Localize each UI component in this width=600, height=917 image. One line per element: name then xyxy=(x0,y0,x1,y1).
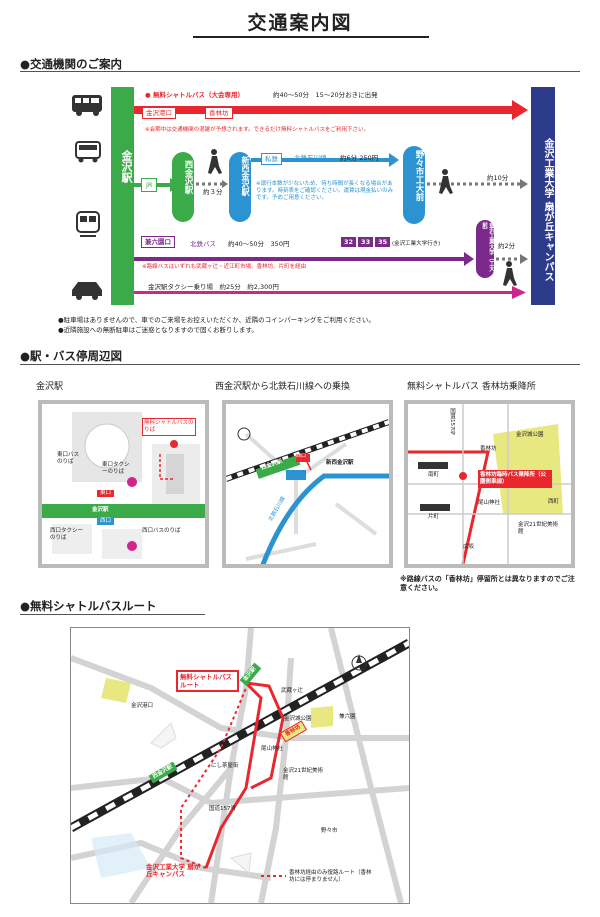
shuttle-stop-label: 無料シャトルバスのりば xyxy=(142,418,196,436)
shinnishikanazawa-label: 新西金沢駅 xyxy=(241,156,250,196)
rail-note: ※運行本数が少ないため、待ち時間が長くなる場合があります。時刻表をご確認ください… xyxy=(256,181,393,201)
taxi-label: 金沢駅タクシー乗り場 約25分 約2,300円 xyxy=(148,283,279,291)
shuttle-from: 金沢港口 xyxy=(142,107,176,119)
walk10-label: 約10分 xyxy=(487,174,509,182)
walk3-label: 約３分 xyxy=(203,188,223,196)
kit-bus-stop-pill xyxy=(476,220,494,278)
kanazawa-station-label: 金沢駅 xyxy=(120,150,133,183)
road-label: 国道157号 xyxy=(449,408,455,435)
walk-icon xyxy=(439,169,453,194)
jr-label: JR xyxy=(141,178,158,192)
shuttle-label: ● 無料シャトルバス（大会専用） xyxy=(145,91,244,99)
walk-icon xyxy=(208,149,222,174)
east-exit: 東口 xyxy=(97,490,115,497)
shinnishikanazawa-pill xyxy=(229,152,251,222)
route-place: 金沢港口 xyxy=(131,703,154,709)
map-place: 広坂 xyxy=(463,544,475,550)
bus-icon xyxy=(75,141,101,163)
rail-line-info: 約6分 250円 xyxy=(340,154,379,162)
kit-stop-label: 金沢工業大学（工大前） xyxy=(481,222,494,272)
shuttle-to: 香林坊 xyxy=(205,107,233,119)
kit-tag: 金沢工業大学 扇が丘キャンパス xyxy=(146,863,201,878)
shuttle-route-label: 無料シャトルバスルート xyxy=(176,670,239,692)
stations-heading: ●駅・バス停周辺図 xyxy=(20,349,123,363)
route-place: 国道157号 xyxy=(209,806,236,812)
korinbo-stop-map: 香林坊臨時バス乗降所（公園側車線） 金沢城公園 国道157号 香林坊 南町 片町… xyxy=(404,400,575,568)
parking-note: ●近隣施設への無断駐車はご迷惑となりますので固くお断りします。 xyxy=(58,326,258,334)
route-place: にし茶屋街 xyxy=(211,763,239,769)
route-place: 兼六園 xyxy=(339,714,356,720)
bus-from: 兼六園口 xyxy=(141,236,175,248)
bus-dest: (金沢工業大学行き) xyxy=(392,241,441,247)
route-place: 尾山神社 xyxy=(261,746,284,752)
map-place: 金沢21世紀美術館 xyxy=(518,522,558,535)
korinbo-temp-stop: 香林坊臨時バス乗降所（公園側車線） xyxy=(478,470,552,488)
map1-title: 金沢駅 xyxy=(36,382,64,392)
bus-route-badge: 32 xyxy=(341,237,357,247)
shuttle-time: 約40〜50分 15〜20分おきに出発 xyxy=(273,91,378,99)
map-place: 尾山神社 xyxy=(478,500,501,506)
taxi-arrow xyxy=(134,291,514,294)
map-place: 南町 xyxy=(428,472,440,478)
west-exit-label: 西口 xyxy=(296,453,307,459)
map3-title: 無料シャトルバス 香林坊乗降所 xyxy=(407,382,536,392)
section-rule xyxy=(20,364,580,365)
parking-note: ●駐車場はありませんので、車でのご来場をお控えいただくか、近隣のコインパーキング… xyxy=(58,316,375,324)
nonoichi-pill xyxy=(403,146,425,224)
bus-note: ※路線バスはいずれも武蔵ヶ辻・近江町市場、香林坊、片町を経由 xyxy=(142,264,307,270)
kanazawa-station-map: 無料シャトルバスのりば 東口 西口 金沢駅 東口バスのりば 東口タクシーのりば … xyxy=(38,400,209,568)
bus-route-badge: 35 xyxy=(375,237,391,247)
destination-bar xyxy=(531,87,555,305)
section-rule xyxy=(20,614,205,615)
taxi-east-label: 東口タクシーのりば xyxy=(102,462,130,475)
map-place: 片町 xyxy=(428,514,440,520)
bus-icon xyxy=(72,95,102,116)
kanazawa-station-bar xyxy=(111,87,134,305)
shuttle-arrow xyxy=(134,106,514,114)
bus-info: 約40〜50分 350円 xyxy=(228,240,290,248)
shuttle-route-map: 無料シャトルバスルート 金沢駅 香林坊 西金沢駅 金沢工業大学 扇が丘キャンパス… xyxy=(70,627,410,904)
private-rail-label: 私鉄 xyxy=(261,153,282,165)
bus-route-badge: 33 xyxy=(358,237,374,247)
route-place: 金沢21世紀美術館 xyxy=(283,768,323,781)
page-title: 交通案内図 xyxy=(247,12,353,34)
route-place: 野々市 xyxy=(321,828,338,834)
route-place: 金沢城公園 xyxy=(284,716,312,722)
route-heading: ●無料シャトルバスルート xyxy=(20,599,157,613)
nishikanazawa-label: 西金沢駅 xyxy=(183,160,193,194)
nishikanazawa-transfer-map: 西金沢駅 新西金沢駅 北鉄石川線 西口 xyxy=(222,400,393,568)
private-station-label: 新西金沢駅 xyxy=(326,460,354,466)
map-place: 香林坊 xyxy=(480,446,497,452)
destination-label: 金沢工業大学 扇が丘キャンパス xyxy=(542,138,553,282)
title-underline xyxy=(193,36,429,38)
train-icon xyxy=(76,211,100,237)
route-place: 武蔵ヶ辻 xyxy=(281,688,304,694)
transport-heading: ●交通機関のご案内 xyxy=(20,57,123,71)
taxi-icon xyxy=(72,282,102,300)
rail-line: 北鉄石川線 xyxy=(294,154,327,162)
bus-stop-label: 東口バスのりば xyxy=(57,452,80,465)
map2-title: 西金沢駅から北鉄石川線への乗換 xyxy=(215,382,351,392)
bus-company: 北鉄バス xyxy=(190,240,216,248)
korinbo-note: ※路線バスの「香林坊」停留所とは異なりますのでご注意ください。 xyxy=(400,575,575,592)
section-rule xyxy=(20,71,580,72)
route-legend: 香林坊経由のみ復路ルート（香林坊には停まりません） xyxy=(289,870,372,883)
nonoichi-label: 野々市工大前 xyxy=(414,150,424,201)
station-label: 金沢駅 xyxy=(92,507,109,513)
walk2-label: 約2分 xyxy=(498,242,516,250)
taxi-west-label: 西口タクシーのりば xyxy=(50,528,84,541)
shuttle-note: ※会期中は交通機関の混雑が予想されます。できるだけ無料シャトルバスをご利用下さい… xyxy=(145,127,369,133)
walk-icon xyxy=(503,261,517,286)
map-place: 西町 xyxy=(548,499,560,505)
bus-route-numbers: 32 33 35 xyxy=(341,237,391,247)
park-label: 金沢城公園 xyxy=(516,432,544,438)
transport-diagram xyxy=(72,87,555,305)
bus-west-label: 西口バスのりば xyxy=(142,528,181,534)
nishikanazawa-pill xyxy=(172,152,194,222)
west-exit: 西口 xyxy=(97,518,115,525)
